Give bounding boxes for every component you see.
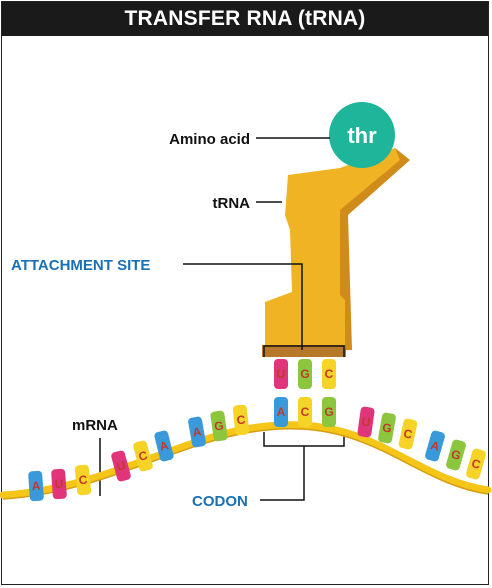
base-block [298,397,312,427]
label-attachment-site: ATTACHMENT SITE [11,257,150,274]
base-block [111,450,131,482]
codon-base-C: C [298,397,312,427]
mrna-base-G: G [210,410,228,442]
mrna-base-C: C [232,404,250,436]
base-block [357,406,375,438]
anticodon-base-C: C [322,359,336,389]
mrna-base-A: A [154,430,174,462]
trna-molecule [262,148,410,357]
base-block [274,359,288,389]
codon-base-G: G [322,397,336,427]
mrna-base-A: A [28,470,44,502]
label-codon: CODON [192,493,248,510]
base-block [398,418,418,450]
base-block [425,430,445,462]
base-letter: A [429,438,442,454]
codon-pointer [260,446,305,501]
base-block [210,410,228,442]
base-letter: U [361,414,372,429]
trna-body [265,148,400,345]
base-block [133,440,153,472]
base-letter: C [301,405,310,419]
base-letter: U [277,367,286,381]
base-block [188,416,206,448]
mrna-base-C: C [74,464,92,496]
anticodon-base-U: U [274,359,288,389]
label-mrna: mRNA [72,417,118,434]
base-letter: A [192,424,203,439]
codon-bracket [263,432,345,447]
base-letter: C [137,448,149,464]
attachment-bracket [263,345,345,357]
label-amino-acid: Amino acid [169,131,250,148]
base-block [28,470,44,502]
base-letter: G [381,420,393,435]
base-block [51,468,67,500]
base-block [154,430,174,462]
base-block [74,464,92,496]
base-letter: C [470,456,483,472]
mrna-base-C: C [466,448,486,480]
attachment-site-pointer [183,263,303,350]
mrna-base-U: U [51,468,67,500]
mrna-base-A: A [425,430,445,462]
base-letter: C [236,413,246,428]
base-letter: U [54,477,64,492]
mrna-base-C: C [133,440,153,472]
anticodon-base-G: G [298,359,312,389]
base-letter: U [115,458,127,474]
base-block [466,448,486,480]
base-block [298,359,312,389]
label-trna: tRNA [213,195,251,212]
trna-side-shadow [336,148,410,350]
base-block [378,412,396,444]
base-letter: G [324,405,333,419]
base-letter: G [450,447,463,463]
base-block [274,397,288,427]
mrna-strand [0,421,492,499]
mrna-base-A: A [188,416,206,448]
mrna-base-C: C [398,418,418,450]
base-letter: C [78,473,88,488]
base-block [232,404,250,436]
trna-attachment-base [262,345,346,357]
mrna-strand-edge [2,428,489,500]
mrna-base-G: G [446,439,466,471]
base-block [322,359,336,389]
amino-acid-circle [329,102,395,168]
base-letter: C [325,367,334,381]
amino-acid-name: thr [347,123,377,148]
codon-base-A: A [274,397,288,427]
base-letter: A [31,479,41,494]
base-block [446,439,466,471]
base-letter: C [402,426,414,442]
mrna-base-U: U [111,450,131,482]
base-letter: A [277,405,286,419]
base-letter: G [213,418,224,433]
base-letter: A [158,438,170,454]
mrna-base-U: U [357,406,375,438]
mrna-base-G: G [378,412,396,444]
base-block [322,397,336,427]
base-letter: G [300,367,309,381]
diagram-title: TRANSFER RNA (tRNA) [2,2,488,36]
